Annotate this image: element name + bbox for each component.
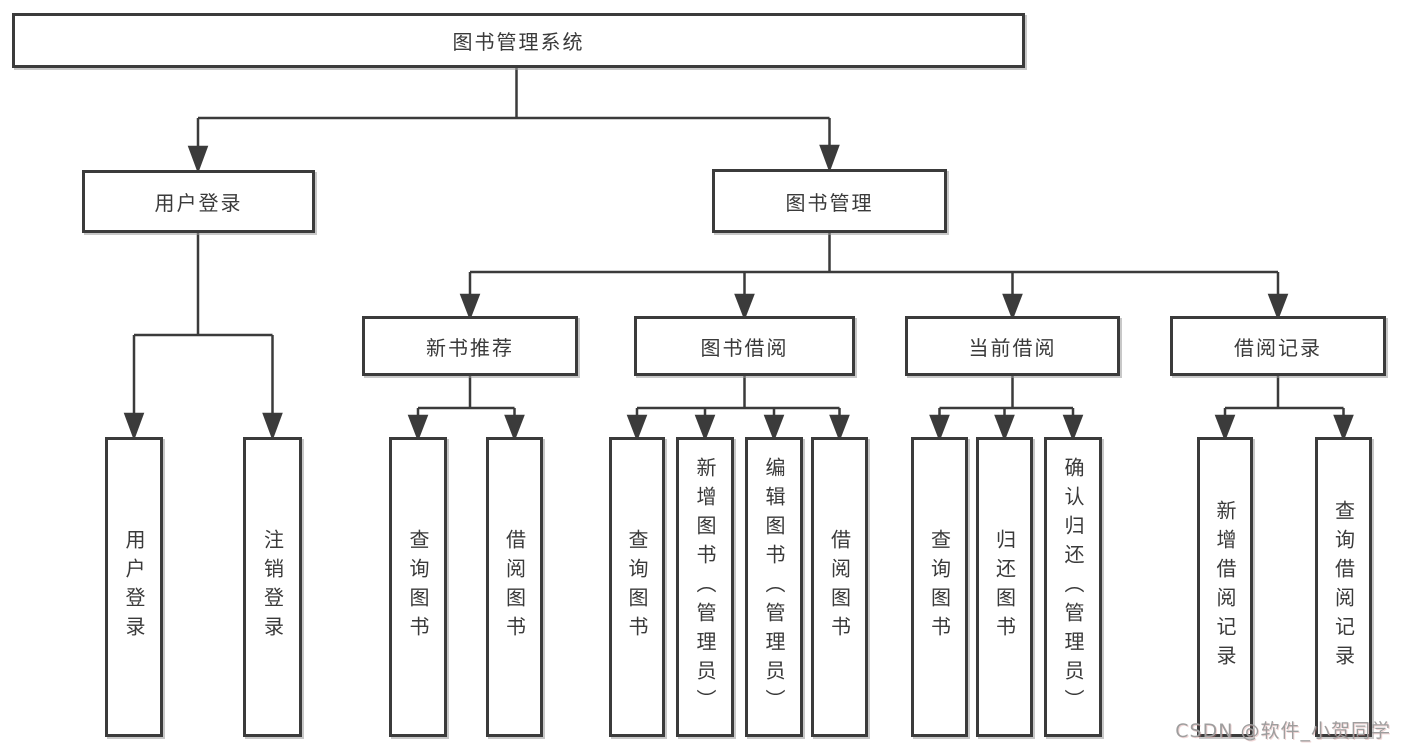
leaf-records-add-record-label: 新增借阅记录 xyxy=(1213,500,1237,674)
node-book-borrow: 图书借阅 xyxy=(634,316,855,376)
leaf-current-return-books-label: 归还图书 xyxy=(992,529,1017,645)
leaf-borrow-query-books: 查询图书 xyxy=(609,437,665,737)
node-book-management-label: 图书管理 xyxy=(785,190,874,215)
leaf-user-login: 用户登录 xyxy=(105,437,163,737)
node-borrow-records: 借阅记录 xyxy=(1170,316,1386,376)
connector-userlogin-to-leaves xyxy=(123,231,283,441)
leaf-newbook-borrow-books: 借阅图书 xyxy=(486,437,543,737)
leaf-newbook-query-books-label: 查询图书 xyxy=(406,529,430,645)
node-user-login: 用户登录 xyxy=(82,170,315,233)
leaf-logout-label: 注销登录 xyxy=(260,529,285,645)
leaf-current-query-books-label: 查询图书 xyxy=(927,529,952,645)
node-root: 图书管理系统 xyxy=(12,13,1025,68)
leaf-current-return-books: 归还图书 xyxy=(976,437,1033,737)
connector-records-to-leaves xyxy=(1214,374,1354,442)
node-current-borrow-label: 当前借阅 xyxy=(968,335,1057,360)
leaf-current-query-books: 查询图书 xyxy=(911,437,968,737)
node-current-borrow: 当前借阅 xyxy=(905,316,1120,376)
node-user-login-label: 用户登录 xyxy=(154,191,243,215)
leaf-records-query-record: 查询借阅记录 xyxy=(1315,437,1372,737)
leaf-borrow-edit-books-admin: 编辑图书（管理员） xyxy=(745,437,803,737)
leaf-borrow-add-books-admin: 新增图书（管理员） xyxy=(676,437,734,737)
leaf-borrow-edit-books-admin-label: 编辑图书（管理员） xyxy=(762,456,786,718)
node-book-borrow-label: 图书借阅 xyxy=(700,335,789,360)
node-borrow-records-label: 借阅记录 xyxy=(1234,335,1322,360)
leaf-borrow-add-books-admin-label: 新增图书（管理员） xyxy=(693,456,717,718)
connector-bookmgmt-to-level3 xyxy=(459,231,1289,321)
leaf-records-add-record: 新增借阅记录 xyxy=(1197,437,1253,737)
node-new-book-recommend-label: 新书推荐 xyxy=(426,335,514,360)
leaf-borrow-borrow-books: 借阅图书 xyxy=(811,437,868,737)
leaf-borrow-query-books-label: 查询图书 xyxy=(625,529,649,645)
leaf-records-query-record-label: 查询借阅记录 xyxy=(1331,500,1356,674)
node-new-book-recommend: 新书推荐 xyxy=(362,316,578,376)
connector-bookborrow-to-leaves xyxy=(626,374,850,442)
leaf-logout: 注销登录 xyxy=(243,437,302,737)
connector-newbook-to-leaves xyxy=(407,374,525,442)
leaf-current-confirm-return-admin-label: 确认归还（管理员） xyxy=(1061,456,1085,718)
connector-root-to-level2 xyxy=(187,66,840,174)
node-root-label: 图书管理系统 xyxy=(452,30,585,54)
leaf-user-login-label: 用户登录 xyxy=(122,529,146,645)
leaf-current-confirm-return-admin: 确认归还（管理员） xyxy=(1044,437,1102,737)
node-book-management: 图书管理 xyxy=(712,169,947,233)
leaf-newbook-query-books: 查询图书 xyxy=(389,437,447,737)
leaf-newbook-borrow-books-label: 借阅图书 xyxy=(502,529,527,645)
connector-currentborrow-to-leaves xyxy=(929,374,1084,442)
watermark: CSDN @软件_小贺同学 xyxy=(1175,720,1391,742)
leaf-borrow-borrow-books-label: 借阅图书 xyxy=(827,529,852,645)
